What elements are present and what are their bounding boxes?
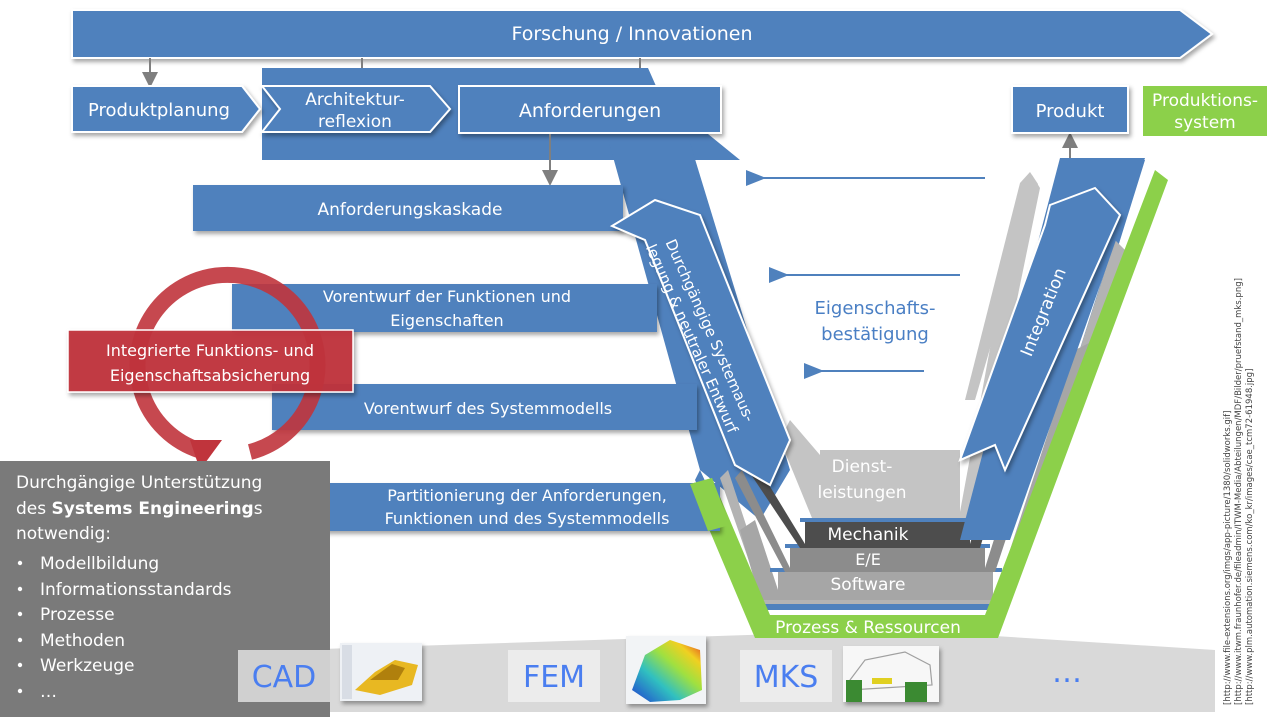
step-partitionierung[interactable] (310, 483, 720, 531)
red-cycle-label-2: Eigenschaftsabsicherung (110, 366, 310, 385)
v-left-arrow (609, 198, 792, 487)
info-box-line-3: notwendig: (16, 524, 111, 544)
layer-software-label: Software (831, 575, 906, 595)
layer-dienst-right-arm (965, 172, 1038, 400)
tool-cad-label: CAD (252, 660, 317, 695)
phase-anforderungen[interactable] (458, 85, 722, 134)
layer-prozess-label: Prozess & Ressourcen (775, 618, 961, 638)
tool-mks-label-box[interactable] (740, 650, 832, 702)
tool-mks-image (843, 646, 939, 702)
green-overlap (690, 478, 730, 531)
info-box-line-1: Durchgängige Unterstützung (16, 473, 262, 493)
tool-fem-label-box[interactable] (508, 650, 600, 702)
step-vorentwurf-systemmodell-label: Vorentwurf des Systemmodells (364, 399, 612, 418)
layer-software-bar (778, 572, 993, 596)
source-citations: [http://www.file-extensions.org/imgs/app… (1223, 278, 1255, 705)
phase-produkt[interactable] (1011, 85, 1129, 134)
layer-dienst-label-1: Dienst- (832, 457, 893, 477)
layer-ee-bar (790, 548, 985, 568)
bullet-item: Informationsstandards (40, 580, 232, 600)
property-confirmation-label-2: bestätigung (821, 324, 929, 345)
layer-mechanik-label: Mechanik (827, 525, 908, 545)
tool-fem-label: FEM (523, 660, 585, 695)
bullet-item: Modellbildung (40, 554, 159, 574)
phase-produktionssystem-label-2: system (1174, 113, 1235, 133)
top-bar-research (71, 9, 1214, 59)
tool-more-label: … (1052, 655, 1082, 690)
phase-produktplanung-label: Produktplanung (88, 100, 230, 121)
phase-architektur-label-1: Architektur- (305, 90, 405, 110)
bullet-item: Werkzeuge (40, 656, 135, 676)
layer-prozess-ressourcen (690, 170, 1168, 638)
property-confirmation-label-1: Eigenschafts- (815, 298, 936, 319)
cycle-arrow-icon (129, 266, 326, 460)
step-partitionierung-label-2: Funktionen und des Systemmodells (385, 509, 670, 528)
layer-prozess-bar (760, 615, 985, 638)
tool-cad-image (340, 643, 422, 701)
step-partitionierung-label-1: Partitionierung der Anforderungen, (387, 486, 667, 505)
source-url[interactable]: [http://www.itwm.fraunhofer.de/fileadmin… (1234, 278, 1244, 705)
step-vorentwurf-funktionen-label-2: Eigenschaften (390, 311, 503, 330)
tool-cad-label-box[interactable] (238, 650, 330, 702)
phase-produktionssystem[interactable] (1143, 86, 1267, 136)
phase-produktplanung[interactable] (71, 85, 262, 133)
info-box-line-2: des Systems Engineerings (16, 499, 263, 519)
bullet-item: Methoden (40, 631, 125, 651)
step-anforderungskaskade[interactable] (193, 185, 623, 231)
layer-ee-label: E/E (855, 550, 881, 569)
phase-produktionssystem-label-1: Produktions- (1152, 91, 1258, 111)
top-bar-label: Forschung / Innovationen (511, 23, 752, 45)
layer-dienst-label-2: leistungen (817, 483, 906, 503)
phase-architektur-label-2: reflexion (318, 112, 392, 132)
source-url[interactable]: [http://www.file-extensions.org/imgs/app… (1223, 411, 1233, 705)
tool-band (230, 630, 1215, 712)
source-url[interactable]: [http://www.plm.automation.siemens.com/k… (1245, 369, 1255, 705)
bullet-item: Prozesse (40, 605, 115, 625)
info-box-bullets: Modellbildung Informationsstandards Proz… (17, 554, 232, 702)
tool-mks-label: MKS (754, 660, 819, 695)
layer-mechanik-bar (805, 522, 970, 544)
phase-architekturreflexion[interactable] (259, 85, 452, 133)
v-right-arrow-integration (958, 186, 1122, 473)
red-cycle-box (67, 329, 354, 393)
phase-anforderungen-label: Anforderungen (519, 100, 661, 122)
phase-produkt-label: Produkt (1036, 101, 1105, 122)
bullet-item: … (40, 682, 57, 702)
red-cycle-label-1: Integrierte Funktions- und (106, 341, 314, 360)
layer-dienst-box (820, 450, 960, 512)
tool-fem-image (626, 636, 706, 704)
step-vorentwurf-funktionen-label-1: Vorentwurf der Funktionen und (323, 287, 571, 306)
layer-divider (800, 518, 975, 522)
step-anforderungskaskade-label: Anforderungskaskade (318, 200, 503, 220)
